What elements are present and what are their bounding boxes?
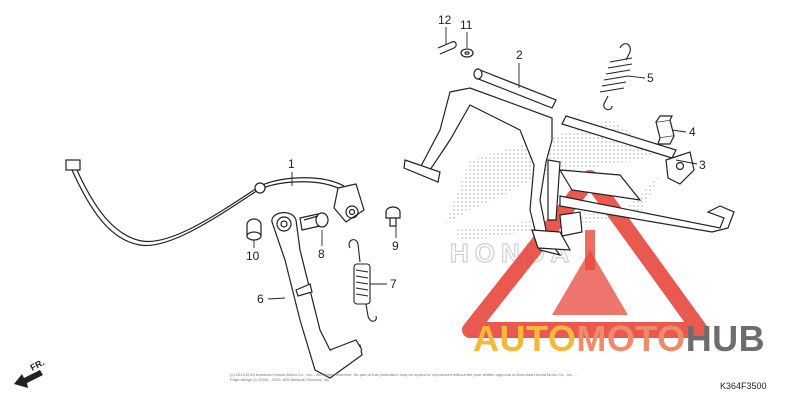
automotohub-watermark: AUTOMOTOHUB — [473, 318, 765, 360]
callout-10: 10 — [246, 249, 260, 263]
callout-11: 11 — [460, 18, 473, 32]
part-3-bracket — [665, 151, 695, 185]
callout-4: 4 — [689, 125, 696, 139]
part-10-nut — [246, 218, 262, 241]
callout-3: 3 — [699, 158, 706, 172]
watermark-part-auto: AUTO — [473, 318, 577, 359]
part-6-side-stand — [271, 212, 363, 379]
callout-9: 9 — [392, 239, 399, 253]
callout-2: 2 — [516, 48, 523, 62]
callout-8: 8 — [318, 247, 325, 261]
watermark-part-moto: MOTO — [576, 318, 686, 359]
part-4-stopper — [655, 115, 675, 145]
part-9-bolt — [385, 206, 401, 227]
part-12-cotter-pin — [437, 41, 457, 55]
leader-lines — [253, 27, 698, 300]
part-7-spring — [348, 239, 377, 322]
front-direction-arrow — [14, 370, 43, 388]
part-5-spring — [599, 43, 633, 111]
part-8-bolt — [299, 212, 329, 231]
callout-7: 7 — [390, 277, 397, 291]
callout-6: 6 — [257, 292, 264, 306]
part-2-main-stand — [403, 68, 572, 257]
copyright-notice: (c) 2013-2019 American Honda Motor Co., … — [230, 372, 578, 382]
warning-triangle-watermark — [462, 170, 708, 338]
part-11-washer — [460, 48, 474, 58]
diagram-reference-code: K364F3500 — [720, 381, 767, 391]
callout-5: 5 — [647, 71, 654, 85]
main-stand-kick-arm — [558, 169, 735, 237]
callout-12: 12 — [438, 13, 452, 27]
watermark-part-hub: HUB — [685, 318, 766, 359]
part-1-switch-cable — [65, 159, 365, 247]
callout-1: 1 — [288, 157, 295, 171]
